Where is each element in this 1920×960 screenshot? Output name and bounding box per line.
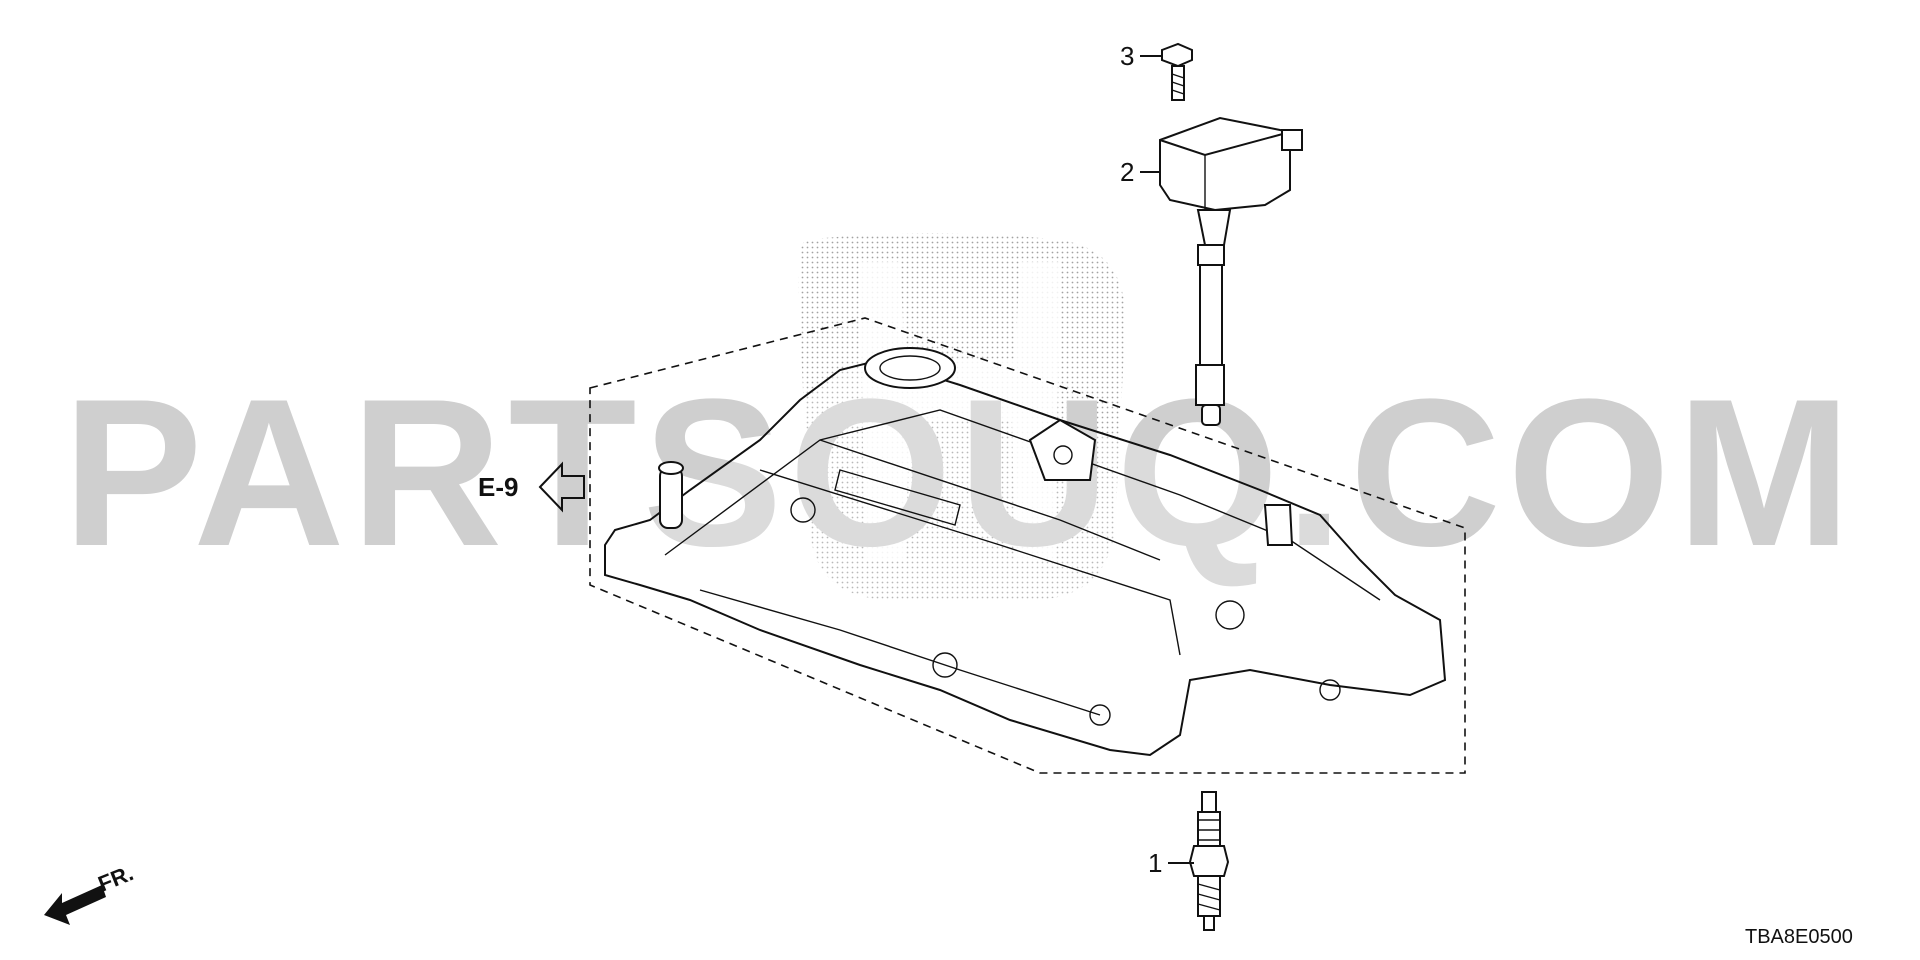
callout-2-label: 2 (1120, 157, 1134, 187)
front-arrow-icon (44, 885, 106, 925)
callout-3-label: 3 (1120, 41, 1134, 71)
front-label: FR. (95, 860, 137, 896)
watermark: PARTSOUQ.COM (63, 355, 1858, 590)
cylinder-head-cover (604, 347, 1447, 757)
ignition-coil (1159, 116, 1303, 426)
callout-2[interactable]: 2 (1120, 157, 1160, 187)
diagram-code: TBA8E0500 (1745, 926, 1853, 948)
reference-link-e9[interactable]: E-9 (478, 461, 585, 513)
callout-3[interactable]: 3 (1120, 41, 1162, 71)
reference-label: E-9 (478, 472, 518, 502)
front-direction-marker: FR. (44, 860, 137, 925)
spark-plug (1188, 791, 1230, 931)
assembly-boundary (589, 317, 1466, 774)
callout-1-label: 1 (1148, 848, 1162, 878)
callout-1[interactable]: 1 (1148, 848, 1194, 878)
bolt (1161, 42, 1193, 101)
hollow-arrow-icon (538, 461, 585, 513)
